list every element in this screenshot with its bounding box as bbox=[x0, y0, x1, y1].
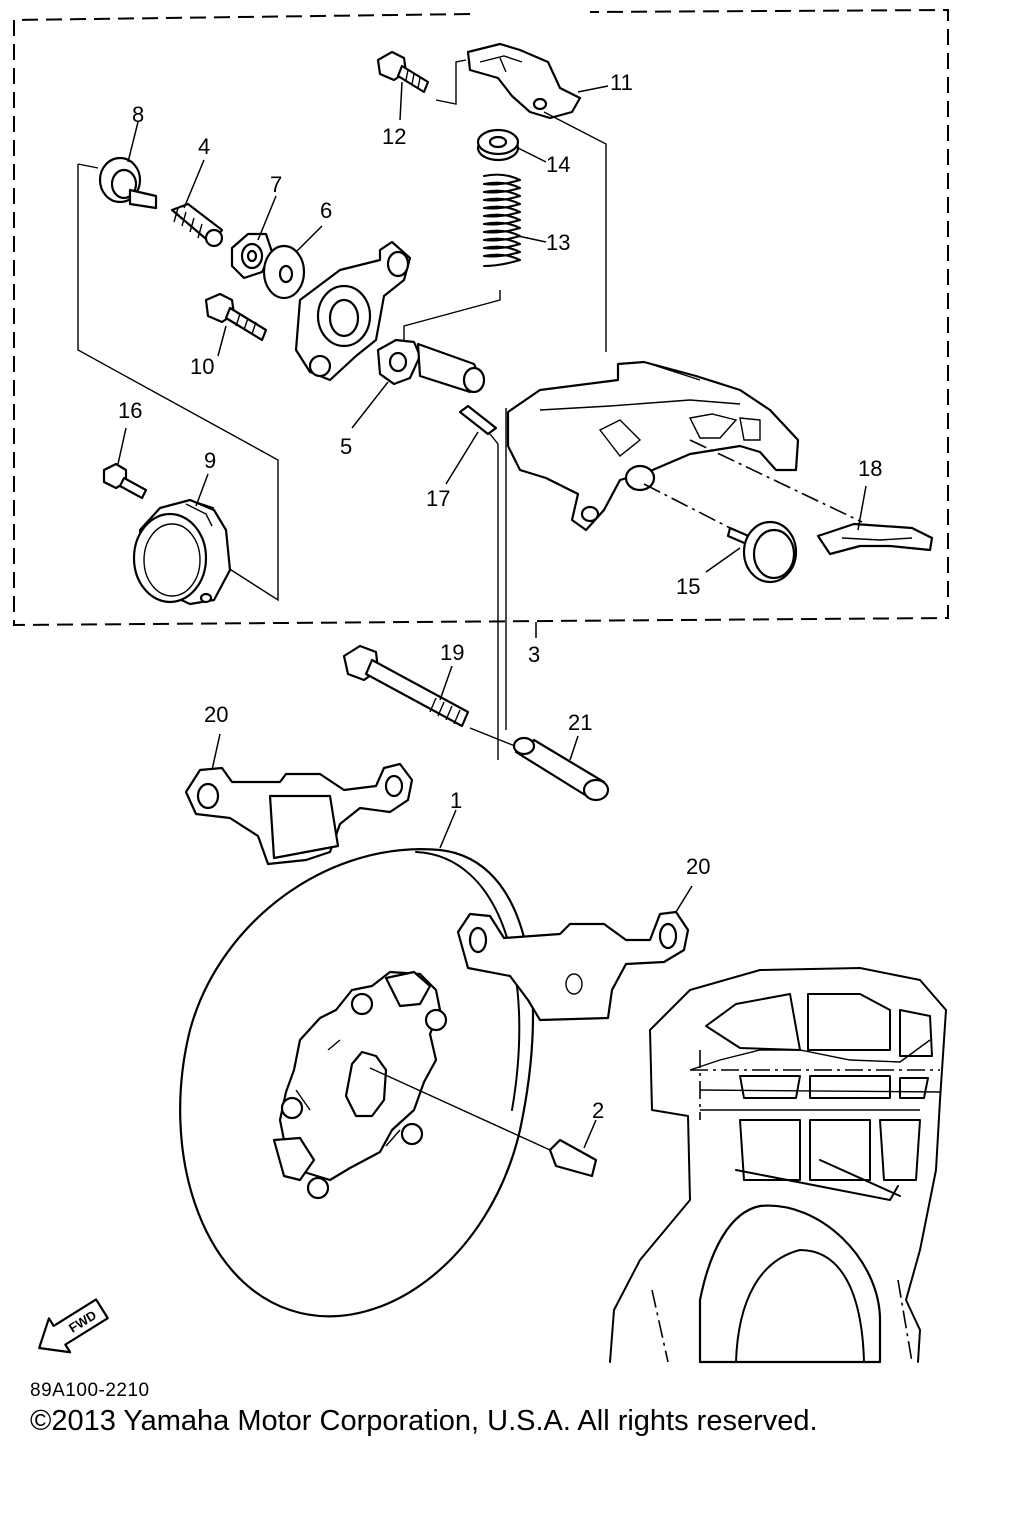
label-part-7: 7 bbox=[270, 172, 282, 197]
part-20-lower-pad bbox=[456, 885, 693, 1022]
label-part-3: 3 bbox=[528, 642, 540, 667]
part-17-pin bbox=[445, 404, 498, 485]
label-part-21: 21 bbox=[568, 710, 592, 735]
label-part-11: 11 bbox=[610, 70, 633, 95]
part-12-bolt bbox=[376, 50, 467, 121]
label-part-6: 6 bbox=[320, 198, 332, 223]
copyright-notice: ©2013 Yamaha Motor Corporation, U.S.A. A… bbox=[30, 1405, 818, 1437]
label-part-2: 2 bbox=[592, 1098, 604, 1123]
label-part-9: 9 bbox=[204, 448, 216, 473]
part-14-spring-cap bbox=[476, 128, 547, 163]
label-part-20-upper: 20 bbox=[204, 702, 228, 727]
engine-frame-housing bbox=[609, 967, 947, 1364]
label-part-13: 13 bbox=[546, 230, 570, 255]
reference-line-17 bbox=[489, 433, 499, 760]
part-8-adjuster-knob bbox=[98, 121, 158, 210]
label-part-16: 16 bbox=[118, 398, 142, 423]
part-9-cover bbox=[132, 473, 232, 606]
part-10-bolt bbox=[204, 292, 268, 357]
label-part-14: 14 bbox=[546, 152, 570, 177]
caliper-cam-housing bbox=[294, 240, 412, 382]
label-part-15: 15 bbox=[676, 574, 700, 599]
assembly-bracket-left bbox=[77, 163, 279, 602]
label-part-8: 8 bbox=[132, 102, 144, 127]
label-part-1: 1 bbox=[450, 788, 462, 813]
label-part-5: 5 bbox=[340, 434, 352, 459]
reference-line-11 bbox=[543, 111, 607, 352]
part-4-adjuster-screw bbox=[170, 159, 224, 248]
part-1-brake-disc bbox=[179, 809, 535, 1318]
label-part-4: 4 bbox=[198, 134, 210, 159]
part-6-washer bbox=[262, 225, 323, 300]
part-21-sleeve bbox=[512, 735, 610, 802]
diagram-code: 89A100-2210 bbox=[30, 1380, 150, 1401]
label-part-20-lower: 20 bbox=[686, 854, 710, 879]
label-part-18: 18 bbox=[858, 456, 882, 481]
forward-direction-arrow: FWD bbox=[38, 1298, 109, 1354]
part-5-cam-shaft bbox=[351, 338, 486, 429]
part-11-bracket bbox=[466, 42, 609, 120]
label-part-10: 10 bbox=[190, 354, 214, 379]
label-part-17: 17 bbox=[426, 486, 450, 511]
part-15-pin bbox=[643, 483, 798, 584]
part-3-caliper-body bbox=[506, 360, 800, 532]
part-20-upper-pad bbox=[184, 733, 414, 866]
label-part-12: 12 bbox=[382, 124, 406, 149]
part-16-bolt bbox=[102, 427, 148, 500]
part-13-spring bbox=[403, 173, 547, 340]
part-2-key bbox=[369, 1067, 598, 1178]
part-18-retaining-clip bbox=[689, 439, 934, 556]
part-19-long-bolt bbox=[342, 644, 521, 749]
label-part-19: 19 bbox=[440, 640, 464, 665]
assembly-boundary bbox=[13, 8, 949, 627]
